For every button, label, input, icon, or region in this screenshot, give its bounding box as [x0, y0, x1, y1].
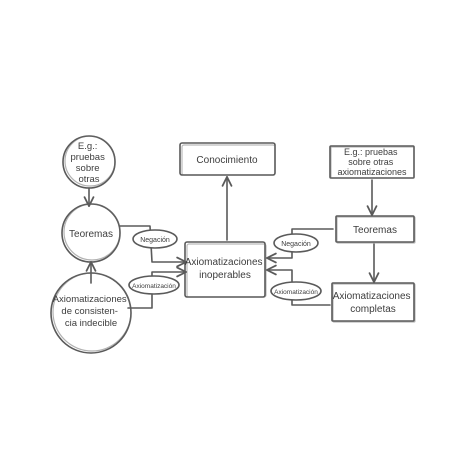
right-example-line-1: E.g.: pruebas: [344, 147, 398, 157]
right-teoremas-label: Teoremas: [353, 225, 397, 236]
inoperables-line-2: inoperables: [199, 270, 251, 281]
left-example-line-1: E.g.:: [78, 141, 98, 152]
right-completas-node: Axiomatizaciones completas: [331, 282, 416, 323]
right-negacion-label: Negación: [281, 241, 311, 248]
left-negacion-label: Negación: [140, 237, 170, 244]
right-example-line-3: axiomatizaciones: [337, 167, 407, 177]
right-example-node: E.g.: pruebas sobre otras axiomatizacion…: [329, 145, 415, 179]
svg-text:Axiomatizaciones complet: Axiomatizaciones completas: [333, 291, 414, 315]
inoperables-node: Axiomatizaciones inoperables: [184, 241, 267, 298]
svg-text:E.g.: pruebas sobre otra: E.g.: pruebas sobre otras axiomatizacion…: [337, 147, 407, 177]
left-teoremas-node: Teoremas: [61, 203, 121, 263]
right-example-line-2: sobre otras: [348, 157, 394, 167]
left-axiomatizacion-ellipse: Axiomatización: [128, 275, 180, 295]
svg-text:Axiomatizaciones de cons: Axiomatizaciones de consisten- cia indec…: [53, 294, 130, 329]
inoperables-line-1: Axiomatizaciones: [185, 257, 263, 268]
left-example-line-4: otras: [78, 174, 99, 185]
left-axiom-line-2: de consisten-: [61, 306, 118, 317]
conocimiento-node: Conocimiento: [179, 142, 276, 176]
left-axiom-line-1: Axiomatizaciones: [53, 294, 127, 305]
svg-text:Axiomatizaciones inopera: Axiomatizaciones inoperables: [185, 257, 266, 281]
right-axiomatizacion-ellipse: Axiomatización: [270, 281, 322, 301]
left-negacion-ellipse: Negación: [132, 229, 178, 249]
right-negacion-ellipse: Negación: [273, 233, 319, 253]
right-teoremas-node: Teoremas: [335, 215, 416, 244]
left-axiomatizaciones-node: Axiomatizaciones de consisten- cia indec…: [50, 272, 132, 354]
left-axiom-line-3: cia indecible: [65, 318, 117, 329]
left-axiomatizacion-label: Axiomatización: [132, 283, 176, 290]
right-completas-line-2: completas: [350, 304, 396, 315]
left-teoremas-label: Teoremas: [69, 229, 113, 240]
left-example-line-2: pruebas: [71, 152, 106, 163]
right-completas-line-1: Axiomatizaciones: [333, 291, 411, 302]
svg-text:E.g.: pruebas sobr: E.g.: pruebas sobre otras: [71, 141, 108, 185]
conocimiento-label: Conocimiento: [196, 155, 258, 166]
left-example-line-3: sobre: [76, 163, 100, 174]
left-example-node: E.g.: pruebas sobre otras: [62, 135, 116, 189]
right-axiomatizacion-label: Axiomatización: [274, 289, 318, 296]
